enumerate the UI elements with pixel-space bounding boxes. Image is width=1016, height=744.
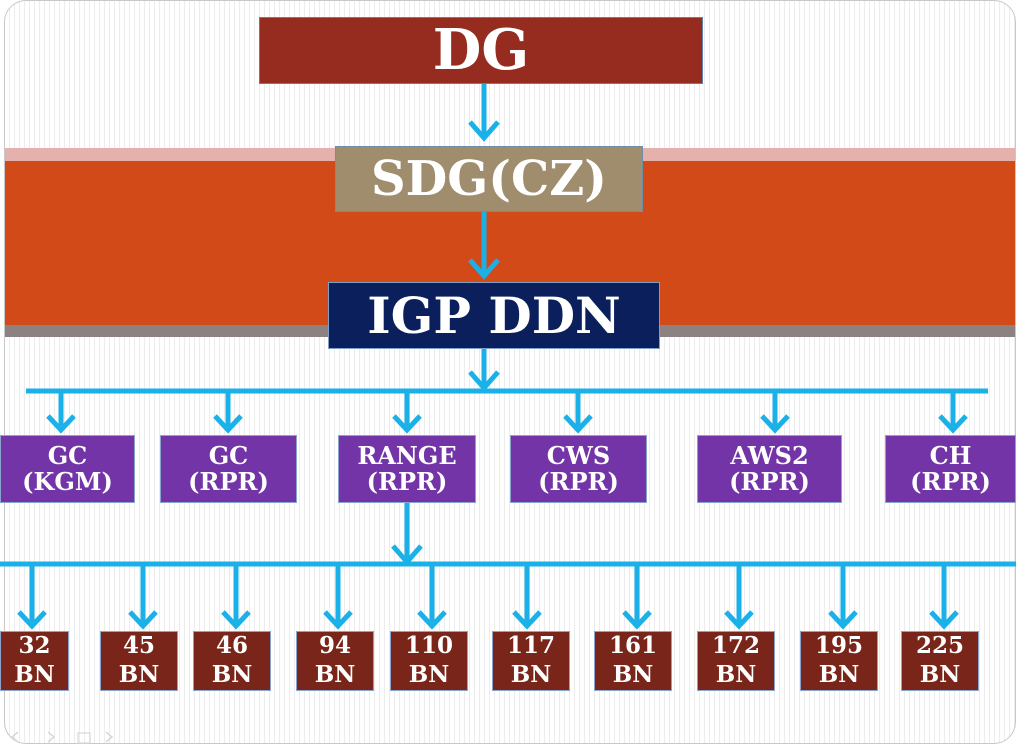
mid-node-line2: (RPR) bbox=[910, 467, 991, 496]
nav-menu-icon bbox=[105, 731, 114, 743]
mid-node-line1: GC bbox=[208, 440, 249, 470]
node-dg: DG bbox=[259, 17, 703, 84]
bn-node-195: 195 BN bbox=[800, 631, 878, 691]
node-sdg-cz: SDG(CZ) bbox=[335, 146, 643, 212]
bn-node-45: 45 BN bbox=[100, 631, 178, 691]
bn-node-number: 32 bbox=[18, 632, 51, 660]
node-igp-ddn: IGP DDN bbox=[328, 282, 660, 349]
bn-node-94: 94 BN bbox=[296, 631, 374, 691]
bn-node-number: 94 bbox=[318, 632, 351, 660]
mid-node-line2: (RPR) bbox=[729, 467, 810, 496]
mid-node-line1: RANGE bbox=[357, 440, 457, 470]
mid-node-gc-kgm: GC (KGM) bbox=[0, 435, 135, 503]
slide-nav-icons[interactable] bbox=[4, 730, 124, 744]
bn-node-unit: BN bbox=[14, 661, 55, 688]
bn-node-117: 117 BN bbox=[492, 631, 570, 691]
mid-node-line1: GC bbox=[47, 440, 88, 470]
bn-node-number: 46 bbox=[215, 632, 248, 660]
bn-node-unit: BN bbox=[715, 661, 757, 688]
bn-node-unit: BN bbox=[510, 661, 552, 688]
mid-node-line2: (RPR) bbox=[188, 467, 269, 496]
bn-node-number: 172 bbox=[711, 632, 760, 660]
bn-node-number: 110 bbox=[404, 632, 453, 660]
bn-node-number: 45 bbox=[122, 632, 155, 660]
bn-node-161: 161 BN bbox=[594, 631, 672, 691]
nav-next-icon bbox=[47, 731, 56, 743]
bn-node-225: 225 BN bbox=[901, 631, 979, 691]
mid-node-gc-rpr: GC (RPR) bbox=[160, 435, 297, 503]
bn-node-number: 161 bbox=[608, 632, 657, 660]
bn-node-32: 32 BN bbox=[0, 631, 69, 691]
mid-node-cws-rpr: CWS (RPR) bbox=[510, 435, 647, 503]
node-dg-label: DG bbox=[432, 16, 530, 83]
mid-node-line1: CWS bbox=[546, 440, 611, 470]
node-sdg-label: SDG(CZ) bbox=[371, 150, 607, 207]
bn-node-unit: BN bbox=[612, 661, 654, 688]
bn-node-unit: BN bbox=[211, 661, 253, 688]
node-igp-label: IGP DDN bbox=[367, 286, 621, 345]
bn-node-number: 225 bbox=[915, 632, 964, 660]
bn-node-unit: BN bbox=[314, 661, 356, 688]
mid-node-ch-rpr: CH (RPR) bbox=[885, 435, 1016, 503]
bn-node-unit: BN bbox=[408, 661, 450, 688]
mid-node-range-rpr: RANGE (RPR) bbox=[338, 435, 476, 503]
bn-node-number: 195 bbox=[814, 632, 863, 660]
mid-node-line1: AWS2 bbox=[730, 440, 809, 470]
nav-notes-icon bbox=[77, 732, 91, 744]
bn-node-unit: BN bbox=[118, 661, 160, 688]
mid-node-aws2-rpr: AWS2 (RPR) bbox=[697, 435, 842, 503]
mid-node-line2: (RPR) bbox=[366, 467, 448, 496]
mid-node-line1: CH bbox=[929, 440, 972, 470]
bn-node-number: 117 bbox=[506, 632, 555, 660]
bn-node-172: 172 BN bbox=[697, 631, 775, 691]
nav-prev-icon bbox=[10, 731, 19, 743]
bn-node-unit: BN bbox=[818, 661, 860, 688]
bn-node-46: 46 BN bbox=[193, 631, 271, 691]
bn-node-unit: BN bbox=[919, 661, 961, 688]
bn-node-110: 110 BN bbox=[390, 631, 468, 691]
mid-node-line2: (RPR) bbox=[538, 467, 619, 496]
mid-node-line2: (KGM) bbox=[22, 467, 113, 496]
